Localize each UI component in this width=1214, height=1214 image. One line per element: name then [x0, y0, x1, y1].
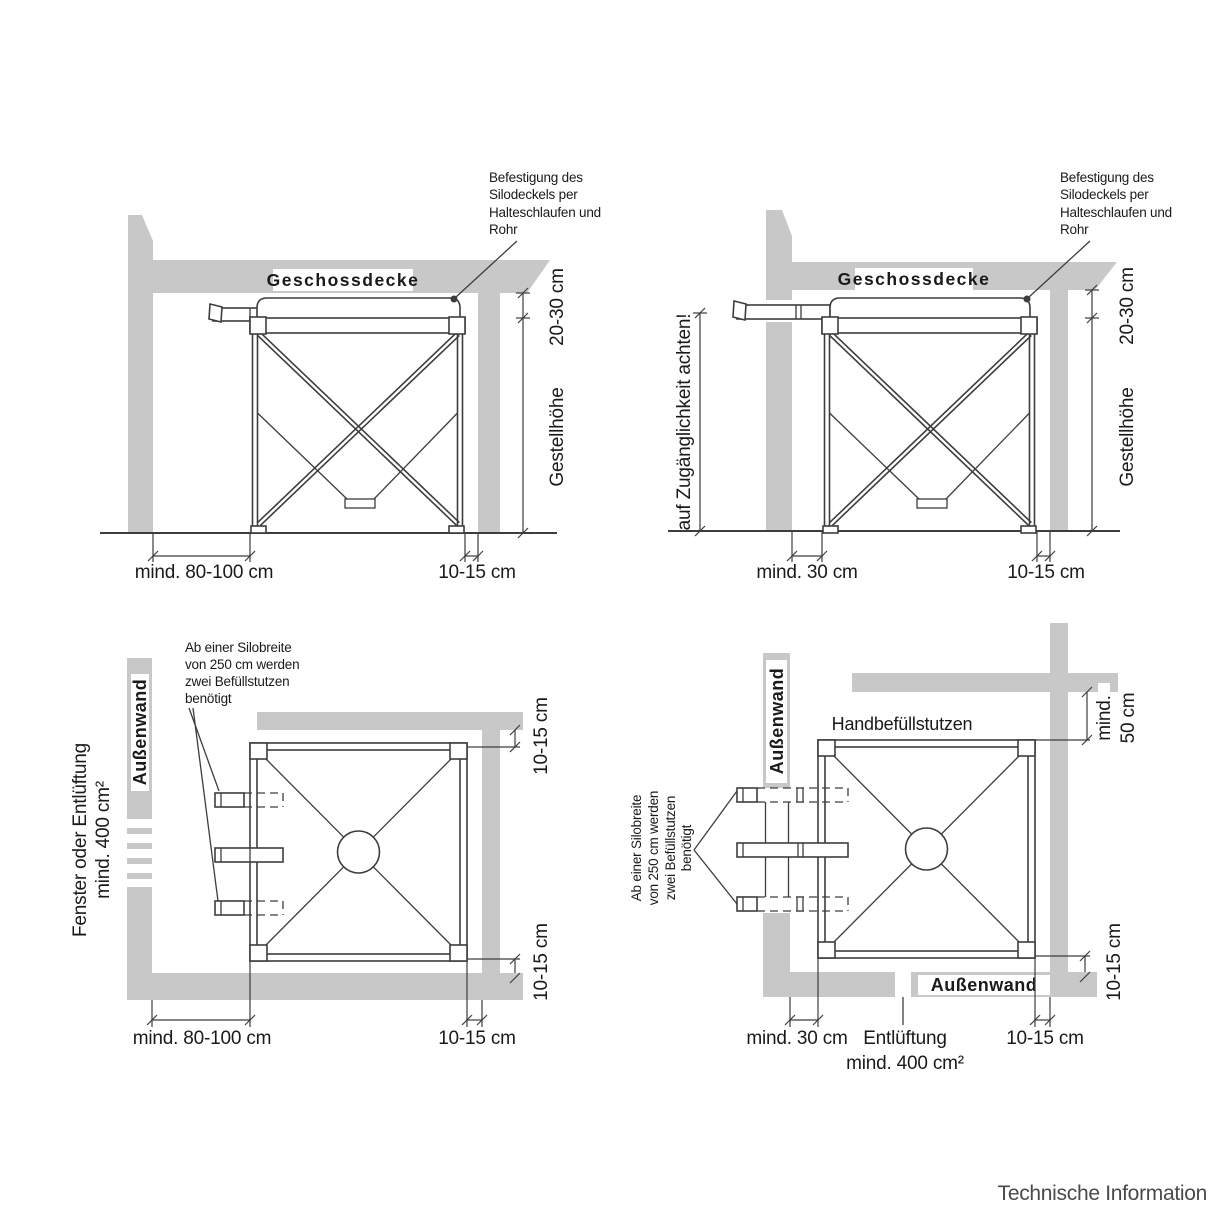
right-column	[482, 730, 500, 973]
ceiling-label: Geschossdecke	[267, 270, 420, 290]
wall-label-bottom-box	[918, 975, 1050, 995]
svg-text:Befestigung des: Befestigung des	[1060, 170, 1154, 185]
dim-frame-height: Gestellhöhe	[547, 387, 568, 486]
clearance-line1: mind.	[1094, 695, 1115, 740]
dim-bottom-right	[1031, 531, 1056, 562]
dim-wall-distance: mind. 80-100 cm	[135, 562, 274, 583]
dim-bottom-right	[1029, 958, 1056, 1027]
access-note: auf Zugänglichkeit achten!	[674, 314, 695, 531]
top-wall	[257, 712, 523, 730]
top-wall-notch	[1098, 683, 1110, 692]
wall-label: Außenwand	[130, 679, 150, 786]
dim-wall-distance: mind. 30 cm	[756, 562, 857, 583]
vent-gap	[895, 972, 911, 997]
svg-text:benötigt: benötigt	[185, 691, 232, 706]
dim-left-vertical	[693, 307, 707, 537]
wall-label-bottom: Außenwand	[931, 975, 1038, 995]
top-wall	[852, 673, 1118, 692]
stub-note-brace	[693, 790, 738, 905]
fill-stubs	[214, 792, 284, 916]
svg-text:Rohr: Rohr	[489, 222, 518, 237]
dim-bottom-left	[784, 958, 824, 1027]
vent-label-line2: mind. 400 cm²	[846, 1053, 964, 1074]
dim-side-gap: 10-15 cm	[438, 562, 516, 583]
svg-text:zwei Befüllstutzen: zwei Befüllstutzen	[663, 796, 678, 900]
svg-text:zwei Befüllstutzen: zwei Befüllstutzen	[185, 674, 289, 689]
window-note-line1: Fenster oder Entlüftung	[70, 743, 91, 937]
dim-top-gap: 10-15 cm	[531, 697, 552, 775]
svg-text:von 250 cm werden: von 250 cm werden	[185, 657, 299, 672]
dim-bottom-left	[147, 533, 256, 562]
wall-label-box	[766, 660, 787, 783]
window-note-line2: mind. 400 cm²	[93, 781, 114, 899]
panel-top-view-window: Außenwand Fenster oder Entlüftung mind. …	[70, 640, 552, 1049]
panel-top-view-handfill: Außenwand Handbefüllstutzen	[629, 623, 1139, 1074]
silo-frame	[249, 316, 466, 534]
page-title: Technische Information	[998, 1182, 1207, 1205]
svg-text:Ab einer Silobreite: Ab einer Silobreite	[185, 640, 292, 655]
dim-ceiling-gap: 20-30 cm	[1117, 267, 1138, 345]
svg-text:Rohr: Rohr	[1060, 222, 1089, 237]
dim-bottom-left	[146, 961, 256, 1027]
dim-wall-distance: mind. 30 cm	[746, 1028, 847, 1049]
right-column	[1050, 623, 1068, 972]
clearance-line2: 50 cm	[1118, 693, 1139, 744]
stub-note-leaders	[188, 707, 220, 902]
dim-bottom-right	[459, 533, 484, 562]
svg-text:von 250 cm werden: von 250 cm werden	[646, 791, 661, 905]
svg-text:Ab einer Silobreite: Ab einer Silobreite	[629, 795, 644, 902]
ceiling-label-box	[273, 269, 413, 291]
wall-label-box	[131, 674, 149, 791]
stub-note-text: Ab einer Silobreite von 250 cm werden zw…	[629, 791, 694, 905]
ceiling-label-box	[855, 268, 973, 290]
dim-right-vertical	[516, 287, 530, 539]
fill-stubs	[736, 787, 849, 912]
vent-label-line1: Entlüftung	[863, 1028, 947, 1049]
annotation-leader	[1023, 240, 1091, 303]
dim-right-vertical	[1085, 284, 1099, 537]
dim-top-right	[467, 724, 521, 753]
dim-bottom-right-vertical	[467, 953, 521, 984]
dim-bottom-gap: 10-15 cm	[531, 923, 552, 1001]
dim-right-gap-label: 10-15 cm	[1104, 923, 1125, 1001]
right-column	[1050, 290, 1068, 531]
note-text: Befestigung des Silodeckels per Haltesch…	[489, 170, 601, 237]
svg-text:Halteschlaufen und: Halteschlaufen und	[1060, 205, 1172, 220]
svg-text:Silodeckels per: Silodeckels per	[489, 187, 578, 202]
bottom-wall	[127, 973, 523, 1000]
hand-fill-label: Handbefüllstutzen	[832, 714, 973, 734]
dim-ceiling-gap: 20-30 cm	[547, 268, 568, 346]
dim-side-gap: 10-15 cm	[1007, 562, 1085, 583]
dim-side-gap: 10-15 cm	[1006, 1028, 1084, 1049]
wall-channel-edges	[764, 802, 790, 897]
right-column	[478, 293, 500, 533]
dim-ceiling-clearance	[1035, 686, 1093, 746]
wall-label-left: Außenwand	[767, 668, 787, 775]
silo-frame-top	[817, 739, 1036, 959]
svg-text:Befestigung des: Befestigung des	[489, 170, 583, 185]
vent-grille	[127, 813, 152, 879]
panel-side-view-far-wall: Geschossdecke Befestigung des Silodeckel…	[100, 170, 601, 583]
stub-note-text: Ab einer Silobreite von 250 cm werden zw…	[185, 640, 300, 706]
dim-side-gap: 10-15 cm	[438, 1028, 516, 1049]
dim-bottom-left	[786, 531, 828, 562]
annotation-leader	[450, 240, 518, 303]
svg-text:Silodeckels per: Silodeckels per	[1060, 187, 1149, 202]
wall	[766, 210, 792, 531]
dim-bottom-right	[461, 961, 488, 1027]
note-text: Befestigung des Silodeckels per Haltesch…	[1060, 170, 1172, 237]
svg-text:benötigt: benötigt	[679, 824, 694, 871]
dim-frame-height: Gestellhöhe	[1117, 387, 1138, 486]
silo-bag	[256, 297, 461, 321]
wall	[128, 215, 153, 533]
silo-bag	[829, 297, 1031, 321]
panel-side-view-near-wall: Geschossdecke Befestigung des Silodeckel…	[668, 170, 1172, 583]
svg-text:Halteschlaufen und: Halteschlaufen und	[489, 205, 601, 220]
silo-frame	[821, 316, 1038, 534]
ceiling-label: Geschossdecke	[838, 269, 991, 289]
dim-wall-distance: mind. 80-100 cm	[133, 1028, 272, 1049]
dim-right-gap	[1035, 950, 1091, 983]
